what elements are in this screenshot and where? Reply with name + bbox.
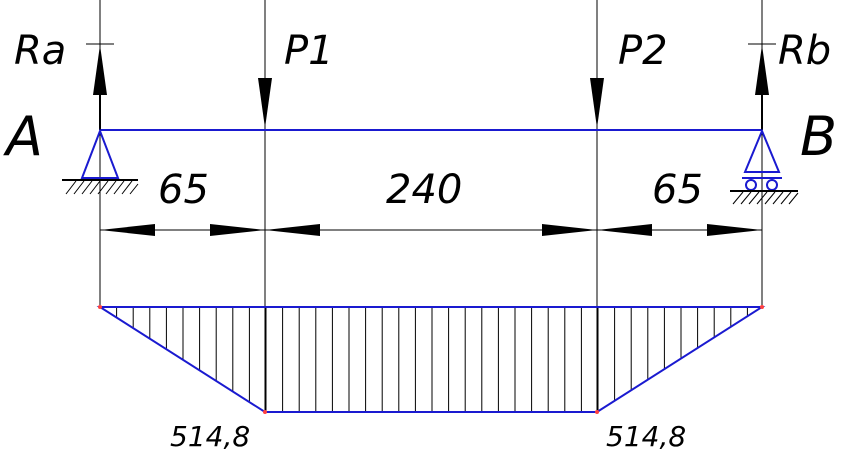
moment-value-right: 514,8 xyxy=(606,420,686,453)
node-left xyxy=(98,305,102,309)
moment-value-left: 514,8 xyxy=(170,420,250,453)
moment-diagram xyxy=(96,305,766,414)
dimension-left: 65 xyxy=(158,167,209,213)
node-p2 xyxy=(595,410,599,414)
label-load-p1: P1 xyxy=(284,28,334,74)
node-p1 xyxy=(263,410,267,414)
label-support-b: B xyxy=(800,105,837,168)
label-load-p2: P2 xyxy=(618,28,668,74)
dimension-line xyxy=(100,224,762,236)
reaction-arrow-a xyxy=(86,43,114,130)
dimension-middle: 240 xyxy=(386,167,462,213)
load-arrow-p2 xyxy=(590,78,604,128)
dimension-right: 65 xyxy=(652,167,703,213)
label-reaction-b: Rb xyxy=(778,28,831,74)
label-support-a: A xyxy=(3,105,43,168)
node-right xyxy=(760,305,764,309)
reaction-arrow-b xyxy=(748,43,776,130)
label-reaction-a: Ra xyxy=(14,28,66,74)
roller-support-b xyxy=(730,128,799,205)
load-arrow-p1 xyxy=(258,78,272,128)
pinned-support-a xyxy=(62,128,139,195)
